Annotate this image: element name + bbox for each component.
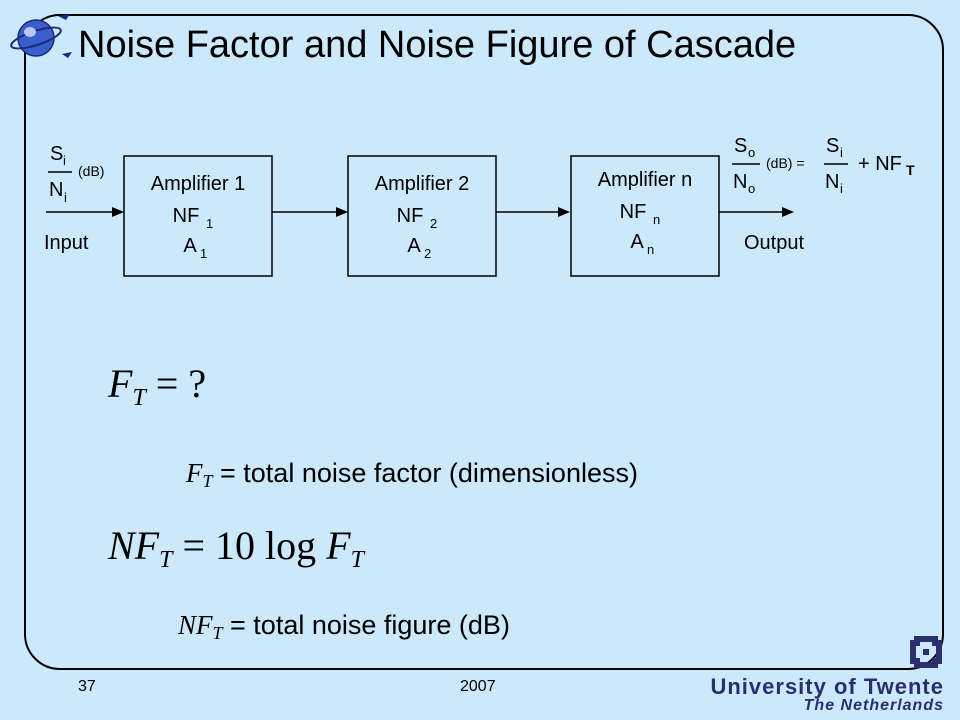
svg-text:(dB) =: (dB) =: [766, 155, 805, 171]
svg-text:N: N: [49, 179, 63, 201]
svg-text:n: n: [653, 212, 660, 227]
equation-nft: NFT = 10 log FT: [108, 523, 364, 573]
input-label: Input: [44, 232, 89, 254]
block-2-name: Amplifier 2: [375, 173, 469, 195]
equation-ft: FT = ?: [108, 361, 207, 411]
footer-year: 2007: [460, 678, 496, 695]
university-name: University of Twente: [710, 674, 944, 699]
svg-text:n: n: [647, 242, 654, 257]
definition-nft: NFT = total noise figure (dB): [178, 610, 510, 643]
svg-text:S: S: [50, 143, 63, 165]
svg-text:o: o: [748, 181, 755, 196]
svg-text:N: N: [825, 171, 839, 193]
university-subtitle: The Netherlands: [803, 697, 944, 714]
slide-frame: [24, 14, 944, 670]
svg-text:(dB): (dB): [78, 163, 104, 179]
input-ratio: S i N i (dB): [48, 143, 104, 205]
university-logo-icon: [910, 636, 942, 668]
svg-text:1: 1: [200, 246, 207, 261]
svg-text:A: A: [407, 235, 421, 257]
svg-text:S: S: [734, 135, 747, 157]
svg-text:A: A: [183, 235, 197, 257]
cascade-block-diagram: S i N i (dB) Input Amplifier 1 NF 1 A 1 …: [44, 135, 915, 277]
page-number: 37: [78, 678, 96, 695]
output-label: Output: [744, 232, 804, 254]
svg-text:NF: NF: [620, 201, 647, 223]
svg-text:i: i: [63, 153, 66, 168]
block-1-name: Amplifier 1: [151, 173, 245, 195]
globe-icon: [10, 14, 72, 58]
slide-title: Noise Factor and Noise Figure of Cascade: [78, 24, 797, 66]
svg-text:o: o: [748, 145, 755, 160]
svg-text:NF: NF: [173, 205, 200, 227]
svg-text:A: A: [630, 231, 644, 253]
block-n-name: Amplifier n: [598, 169, 692, 191]
svg-text:+ NF: + NF: [858, 153, 902, 175]
definition-ft: FT = total noise factor (dimensionless): [186, 458, 638, 491]
svg-text:1: 1: [206, 216, 213, 231]
svg-text:i: i: [64, 190, 67, 205]
svg-text:i: i: [840, 145, 843, 160]
svg-text:2: 2: [424, 246, 431, 261]
svg-text:i: i: [840, 181, 843, 196]
svg-text:N: N: [733, 171, 747, 193]
output-equation: S o N o (dB) = S i N i + NF T: [732, 135, 915, 196]
svg-text:S: S: [826, 135, 839, 157]
svg-text:T: T: [906, 162, 915, 178]
svg-text:NF: NF: [397, 205, 424, 227]
svg-text:2: 2: [430, 216, 437, 231]
